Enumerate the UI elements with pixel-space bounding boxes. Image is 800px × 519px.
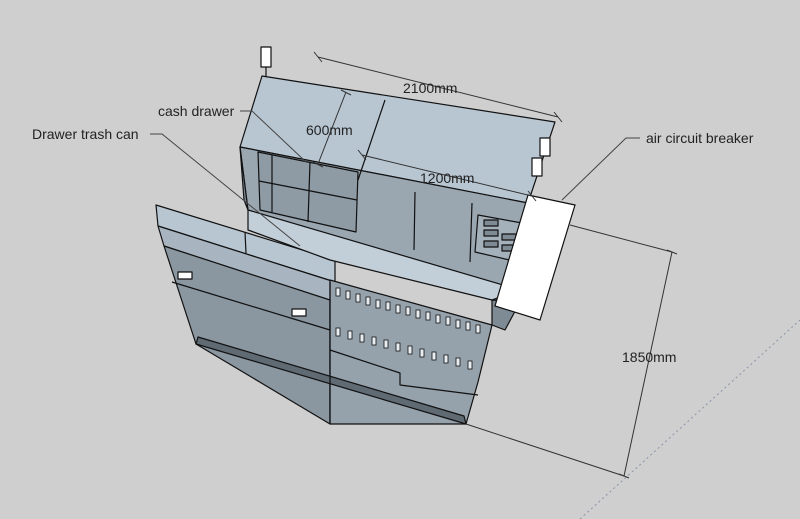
front-base: [195, 336, 467, 425]
dimension-1200-label: 1200mm: [420, 170, 474, 186]
panel-slot-1: [483, 219, 499, 227]
door-line-1: [413, 191, 416, 251]
panel-slot-4: [483, 240, 499, 248]
top-divider: [357, 99, 386, 181]
inner-shelf: [247, 209, 521, 301]
drawer-line-2: [307, 161, 311, 223]
air-circuit-breaker-label: air circuit breaker: [646, 130, 754, 146]
drawer-line-1: [258, 180, 358, 201]
panel-slot-2: [483, 229, 499, 237]
back-cabinet-side: [239, 146, 249, 211]
dimension-2100-label: 2100mm: [403, 80, 457, 96]
panel-slot-3: [501, 233, 517, 241]
leader-lines: [150, 110, 640, 247]
cash-drawer-label: cash drawer: [158, 103, 235, 119]
top-bracket-right: [539, 137, 551, 157]
counter-model: [155, 46, 556, 425]
door-line-2: [469, 202, 473, 263]
dimension-lines: [312, 51, 678, 479]
drawer-block: [257, 151, 359, 233]
dimension-1850-label: 1850mm: [622, 349, 676, 365]
front-handle-1: [177, 271, 193, 280]
top-bracket-right-2: [531, 157, 543, 177]
front-step-line: [329, 349, 479, 396]
front-horizontal-line: [171, 281, 331, 331]
vent-slots: [335, 287, 481, 370]
front-handle-2: [291, 308, 307, 317]
glass-panel-seam: [244, 231, 247, 254]
air-circuit-breaker-box: [494, 194, 576, 321]
dimension-600-label: 600mm: [306, 122, 353, 138]
top-bracket-left: [260, 46, 272, 68]
drawer-trash-can-label: Drawer trash can: [32, 126, 139, 142]
